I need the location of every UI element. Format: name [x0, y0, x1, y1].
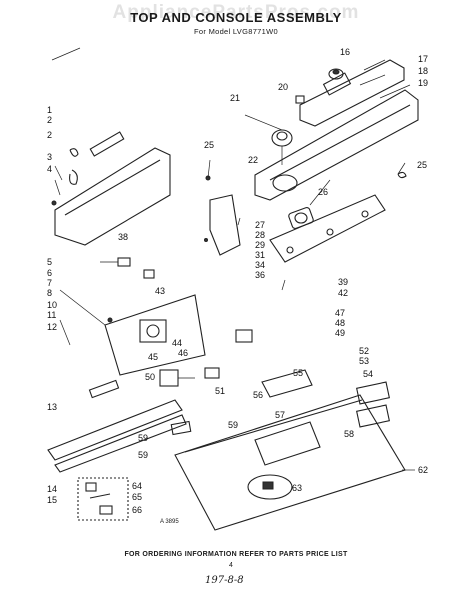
- label-20: 27: [255, 220, 265, 230]
- label-25-top: 43: [155, 286, 165, 296]
- side-bracket: [204, 175, 241, 256]
- label-34: 48: [335, 318, 345, 328]
- label-47: 2: [47, 130, 52, 140]
- switch-knob: [288, 207, 314, 229]
- switch-57: [235, 329, 253, 343]
- label-38: 39: [338, 277, 348, 287]
- model-subtitle: For Model LVG8771W0: [194, 27, 278, 36]
- label-14: 25: [204, 140, 214, 150]
- label-19: 14: [47, 484, 57, 494]
- label-58: 1: [47, 105, 52, 115]
- part-5: [204, 367, 220, 379]
- label-27: 7: [47, 278, 52, 288]
- label-59-top: 38: [118, 232, 128, 242]
- label-63: 25: [417, 160, 427, 170]
- switch-assembly: [104, 294, 206, 376]
- label-64: 64: [132, 481, 142, 491]
- louver-insert: [356, 381, 390, 428]
- part-17: [170, 420, 192, 436]
- switch-bracket: [269, 194, 386, 263]
- filter-tube: [89, 131, 125, 157]
- label-46: 2: [47, 115, 52, 125]
- label-51: 31: [255, 250, 265, 260]
- label-62: 11: [47, 310, 56, 320]
- label-48: 15: [47, 495, 57, 505]
- label-10: 59: [228, 420, 238, 430]
- label-11: 52: [359, 346, 369, 356]
- label-53: 19: [418, 78, 428, 88]
- label-21: 10: [47, 300, 57, 310]
- lid-strip: [261, 369, 313, 398]
- label-2-bottom: 13: [47, 402, 57, 412]
- wire-clip: [69, 169, 78, 185]
- leader-lines: [51, 47, 415, 471]
- console-backsplash: [254, 59, 419, 201]
- part-number-labels: 1 2 2 3 4 5 6 7 8 10 11 12 13 14 15 16 1…: [47, 47, 428, 515]
- label-1: 3: [47, 152, 52, 162]
- valve-28: [159, 369, 195, 387]
- hardware-inset: [77, 477, 129, 521]
- label-43: 17: [418, 54, 428, 64]
- label-59-mid: 46: [178, 348, 188, 358]
- label-50: 36: [255, 270, 265, 280]
- label-55: 22: [248, 155, 258, 165]
- washer-top: [174, 394, 406, 531]
- label-15: 56: [253, 390, 263, 400]
- label-26: 6: [47, 268, 52, 278]
- label-39: 29: [255, 240, 265, 250]
- label-59-low: 51: [215, 386, 225, 396]
- clip-63: [397, 171, 407, 179]
- watermark: AppliancePartsPros.com: [112, 2, 360, 23]
- label-49: 28: [255, 230, 265, 240]
- label-6: 54: [363, 369, 373, 379]
- label-54: 12: [47, 322, 57, 332]
- rear-panel: [51, 147, 171, 246]
- label-22: 45: [148, 352, 158, 362]
- label-44: 16: [340, 47, 350, 57]
- control-knob: [328, 68, 344, 80]
- label-56: 21: [230, 93, 240, 103]
- label-52: 34: [255, 260, 265, 270]
- label-12: 53: [359, 356, 369, 366]
- label-13: 62: [418, 465, 428, 475]
- connector-parts: [100, 257, 155, 279]
- label-57: 47: [335, 308, 345, 318]
- label-25-mid: 44: [172, 338, 182, 348]
- label-16: 57: [275, 410, 285, 420]
- label-65: 65: [132, 492, 142, 502]
- label-45: 26: [318, 187, 328, 197]
- label-28: 50: [145, 372, 155, 382]
- label-2-top: 4: [47, 164, 52, 174]
- handwritten-note: 197-8-8: [205, 575, 244, 586]
- front-trim: [47, 379, 187, 473]
- label-5: 49: [335, 328, 345, 338]
- label-36: 8: [47, 288, 52, 298]
- page-number: 4: [229, 562, 233, 569]
- label-3: 5: [47, 257, 52, 267]
- timer-assembly: [271, 129, 293, 165]
- ordering-note: FOR ORDERING INFORMATION REFER TO PARTS …: [124, 551, 348, 558]
- label-17: 59: [138, 433, 148, 443]
- part-block: [295, 95, 305, 104]
- label-8: 58: [344, 429, 354, 439]
- clip: [69, 148, 79, 157]
- label-4: 20: [278, 82, 288, 92]
- label-7: 55: [293, 368, 303, 378]
- diagram-title: TOP AND CONSOLE ASSEMBLY: [130, 10, 342, 25]
- label-42: 18: [418, 66, 428, 76]
- label-29: 59: [138, 450, 148, 460]
- label-66: 66: [132, 505, 142, 515]
- label-18: 63: [292, 483, 302, 493]
- drawing-code: A 3895: [160, 519, 179, 525]
- label-31: 42: [338, 288, 348, 298]
